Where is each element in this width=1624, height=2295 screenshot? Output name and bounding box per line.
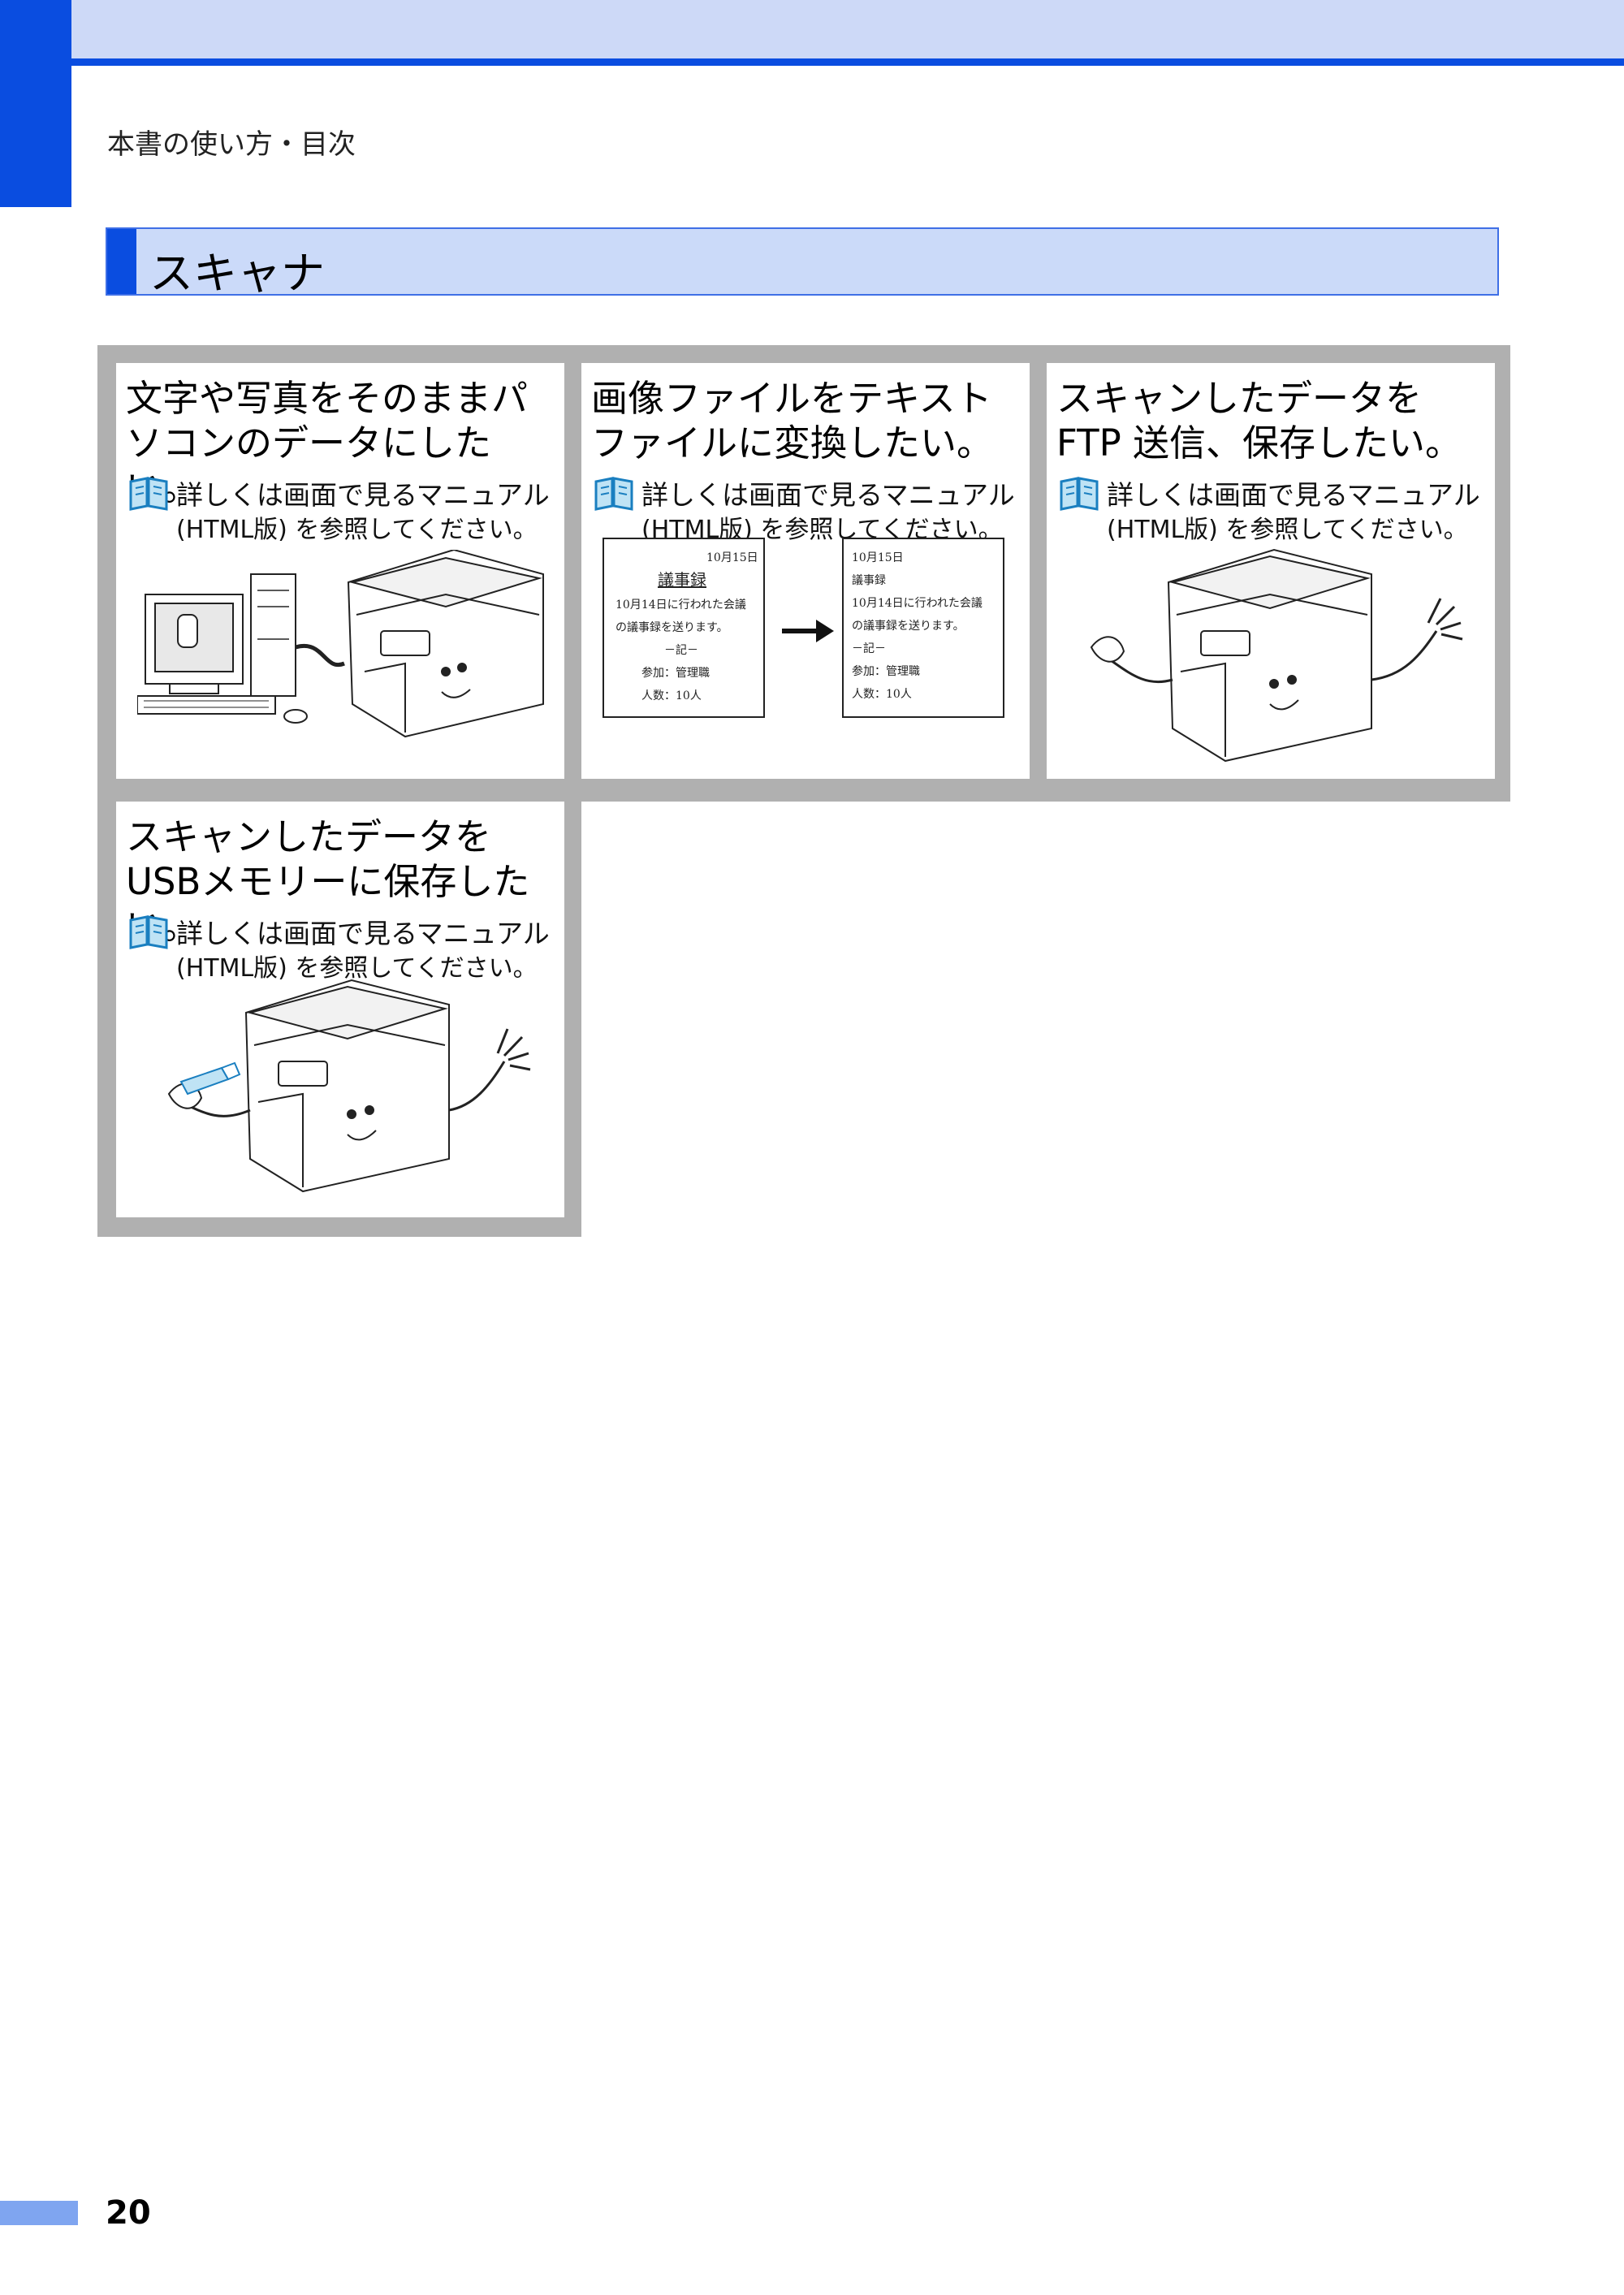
header-bar [71,0,1624,58]
doc-line: 10月14日に行われた会議 [615,599,746,612]
doc-line: －記－ [664,644,698,657]
section-heading-accent [107,229,136,294]
card-image-to-text: 画像ファイルをテキストファイルに変換したい。 詳しくは画面で見るマニュアル (H… [581,363,1030,779]
doc-line: 参加：管理職 [641,667,710,680]
note-line-2: (HTML版) を参照してください。 [1107,516,1468,544]
header-rule [71,58,1624,66]
pc-and-printer-illustration [137,550,544,738]
doc-line: 10月14日に行われた会議 [852,597,983,610]
section-heading: スキャナ [106,227,1499,299]
note-line-2: (HTML版) を参照してください。 [176,954,538,983]
printer-character-illustration [1090,548,1463,763]
manual-book-icon [129,477,168,511]
section-title: スキャナ [149,248,325,299]
doc-line: の議事録を送ります。 [852,620,965,633]
doc-date: 10月15日 [706,551,758,564]
arrow-right-icon [782,620,834,642]
card-scan-to-usb: スキャンしたデータをUSBメモリーに保存したい。 詳しくは画面で見るマニュアル … [116,802,564,1217]
note-line-1: 詳しくは画面で見るマニュアル [641,479,1015,511]
card-scan-to-ftp: スキャンしたデータを FTP 送信、保存したい。 詳しくは画面で見るマニュアル … [1047,363,1495,779]
doc-date: 10月15日 [852,551,904,564]
manual-book-icon [129,915,168,949]
manual-book-icon [594,477,633,511]
card-title: スキャンしたデータを FTP 送信、保存したい。 [1056,377,1462,465]
note-line-2: (HTML版) を参照してください。 [176,516,538,544]
usb-memory-icon [179,1061,241,1096]
breadcrumb[interactable]: 本書の使い方・目次 [107,128,356,161]
doc-line: 参加：管理職 [852,665,920,678]
card-title: 画像ファイルをテキストファイルに変換したい。 [591,377,994,465]
manual-book-icon [1060,477,1099,511]
doc-heading: 議事録 [658,570,706,590]
page-number: 20 [106,2194,151,2232]
card-scan-to-pc: 文字や写真をそのままパソコンのデータにしたい。 詳しくは画面で見るマニュアル (… [116,363,564,779]
doc-heading: 議事録 [852,574,886,587]
doc-line: の議事録を送ります。 [615,621,728,634]
doc-line: 人数：10人 [852,688,912,701]
header-color-block [0,0,71,207]
doc-line: 人数：10人 [641,689,702,702]
note-line-1: 詳しくは画面で見るマニュアル [176,918,550,949]
note-line-1: 詳しくは画面で見るマニュアル [1107,479,1480,511]
document-text-sample: 10月15日 議事録 10月14日に行われた会議 の議事録を送ります。 －記－ … [842,538,1004,718]
footer-color-bar [0,2201,78,2225]
printer-usb-illustration [167,979,531,1193]
note-line-1: 詳しくは画面で見るマニュアル [176,479,550,511]
doc-line: －記－ [852,642,886,655]
document-image-sample: 10月15日 議事録 10月14日に行われた会議 の議事録を送ります。 －記－ … [603,538,765,718]
